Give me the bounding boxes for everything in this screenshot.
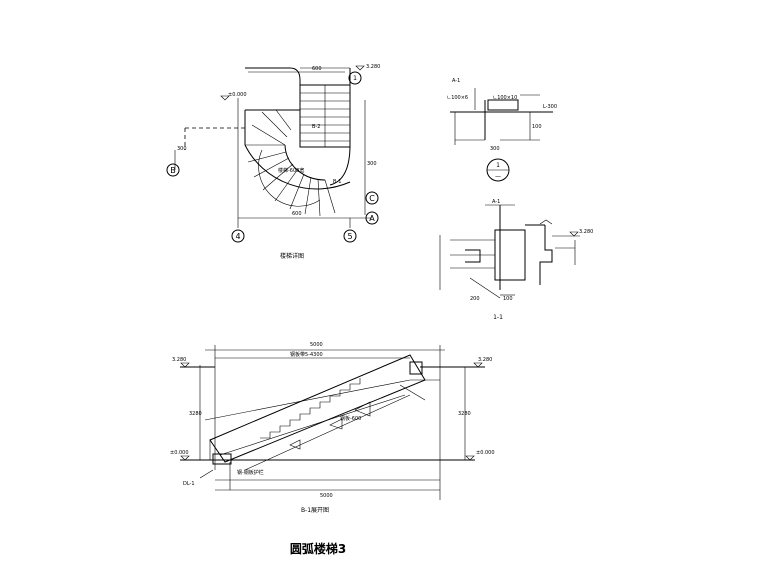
- section11-label-b: 200: [470, 296, 480, 302]
- inner-arc: [284, 144, 326, 181]
- plan-dim-right: 300: [367, 161, 377, 167]
- detail-1: A-1 L-300 ∟100×6 ∟100×10 100 300 1 —: [447, 78, 557, 182]
- elev-level-left-bottom: ±0.000: [170, 450, 189, 456]
- elev-tag: DL-1: [183, 481, 195, 487]
- detail1-label-f: 300: [490, 146, 500, 152]
- elev-left-dim: 3280: [189, 411, 202, 417]
- elev-bottom-dim: 5000: [320, 493, 333, 499]
- elev-level-right-bottom: ±0.000: [476, 450, 495, 456]
- plan-title: 楼梯详图: [280, 252, 304, 260]
- b1-elevation: 3.280 ±0.000 3.280 ±0.000 5000 钢板带5-4300…: [170, 342, 495, 514]
- elev-mid-dim: 钢板带5-4300: [290, 351, 323, 358]
- plan-label-b1: B-1: [333, 179, 341, 185]
- axis-label-4: 4: [235, 232, 240, 241]
- section11-level: 3.280: [579, 229, 593, 235]
- plan-stair-note: 楼梯-600宽: [278, 167, 304, 174]
- section-marker-number: 1: [496, 162, 500, 169]
- section-marker-sub: —: [495, 173, 501, 180]
- plan-level-top: 3.280: [366, 64, 380, 70]
- plan-label-b2: B-2: [312, 124, 320, 130]
- axis-label-c: C: [369, 194, 375, 203]
- drawing-title: 圆弧楼梯3: [290, 541, 346, 556]
- elev-level-right-top: 3.280: [478, 357, 492, 363]
- axis-label-5: 5: [347, 232, 352, 241]
- plan-dim-left: 300: [177, 146, 187, 152]
- axis-label-a: A: [369, 214, 375, 223]
- plan-dim-bottom: 600: [292, 211, 302, 217]
- stringer: [209, 354, 426, 463]
- detail1-label-a: A-1: [452, 78, 460, 84]
- section11-title: 1-1: [493, 314, 503, 321]
- section11-label-a: A-1: [492, 199, 500, 205]
- elev-top-dim: 5000: [310, 342, 323, 348]
- elev-level-left-top: 3.280: [172, 357, 186, 363]
- detail1-label-b: L-300: [543, 104, 557, 110]
- axis-label-b: B: [170, 166, 176, 175]
- detail1-label-e: 100: [532, 124, 542, 130]
- detail1-label-d: ∟100×10: [493, 95, 517, 101]
- detail1-label-c: ∟100×6: [447, 95, 468, 101]
- elev-right-dim: 3280: [458, 411, 471, 417]
- svg-text:1: 1: [353, 75, 357, 82]
- section11-label-c: 100: [503, 296, 513, 302]
- plan-dim-top: 600: [312, 66, 322, 72]
- plan-level-left: ±0.000: [228, 92, 247, 98]
- section-1-1: 3.280 A-1 200 100 1-1: [439, 199, 593, 321]
- outer-arc: [244, 144, 351, 190]
- elev-stringer-label: 钢板-600: [340, 415, 361, 422]
- elev-note: 钢-钢板护栏: [237, 469, 264, 476]
- elevation-title: B-1展开图: [301, 507, 329, 514]
- stair-plan: B 4 5 C A 1 3.280 ±0.000 B-2 B-1 楼梯-600宽…: [166, 64, 380, 260]
